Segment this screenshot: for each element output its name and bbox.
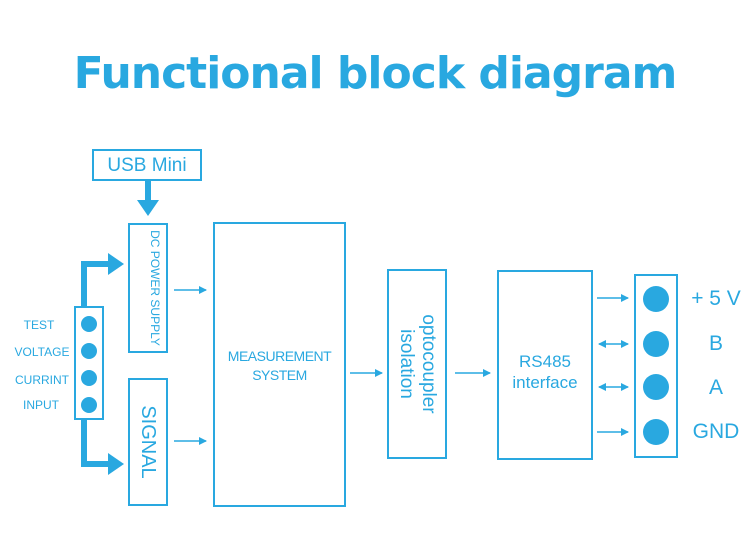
- input-label-3: CURRINT: [15, 373, 69, 387]
- usb-down-arrow: [137, 180, 159, 216]
- output-label-a: A: [708, 376, 723, 399]
- measurement-system-box: MEASUREMENT SYSTEM: [213, 222, 346, 507]
- output-label-b: B: [708, 332, 723, 355]
- dc-power-box: DC POWER SUPPLY: [128, 223, 168, 353]
- input-label-2: VOLTAGE: [14, 345, 70, 359]
- rs485-label-line1: RS485: [519, 352, 571, 371]
- output-dot-gnd: [643, 419, 669, 445]
- input-dot-3: [81, 370, 97, 386]
- output-dot-b: [643, 331, 669, 357]
- input-label-4: INPUT: [23, 398, 59, 412]
- measurement-label-line1: MEASUREMENT: [227, 348, 332, 364]
- usb-mini-box: USB Mini: [92, 149, 202, 181]
- page-title: Functional block diagram: [73, 48, 678, 99]
- input-label-1: TEST: [23, 318, 55, 332]
- input-bracket-arrows: [81, 253, 124, 475]
- dc-power-label: DC POWER SUPPLY: [148, 230, 162, 346]
- signal-box: SIGNAL: [128, 378, 168, 506]
- optocoupler-label: optocoupler isolation: [395, 271, 439, 457]
- usb-mini-label: USB Mini: [107, 155, 187, 176]
- output-dot-a: [643, 374, 669, 400]
- measurement-label-line2: SYSTEM: [252, 367, 307, 383]
- optocoupler-label-line1: optocoupler: [418, 314, 439, 414]
- output-dot-5v: [643, 286, 669, 312]
- optocoupler-isolation-box: optocoupler isolation: [387, 269, 447, 459]
- rs485-interface-box: RS485 interface: [497, 270, 593, 460]
- optocoupler-label-line2: isolation: [396, 329, 417, 399]
- output-label-gnd: GND: [692, 420, 740, 443]
- input-dot-4: [81, 397, 97, 413]
- input-dot-1: [81, 316, 97, 332]
- input-dot-2: [81, 343, 97, 359]
- rs485-label-line2: interface: [512, 373, 578, 392]
- signal-label: SIGNAL: [137, 405, 159, 479]
- output-label-5v: + 5 V: [691, 287, 741, 310]
